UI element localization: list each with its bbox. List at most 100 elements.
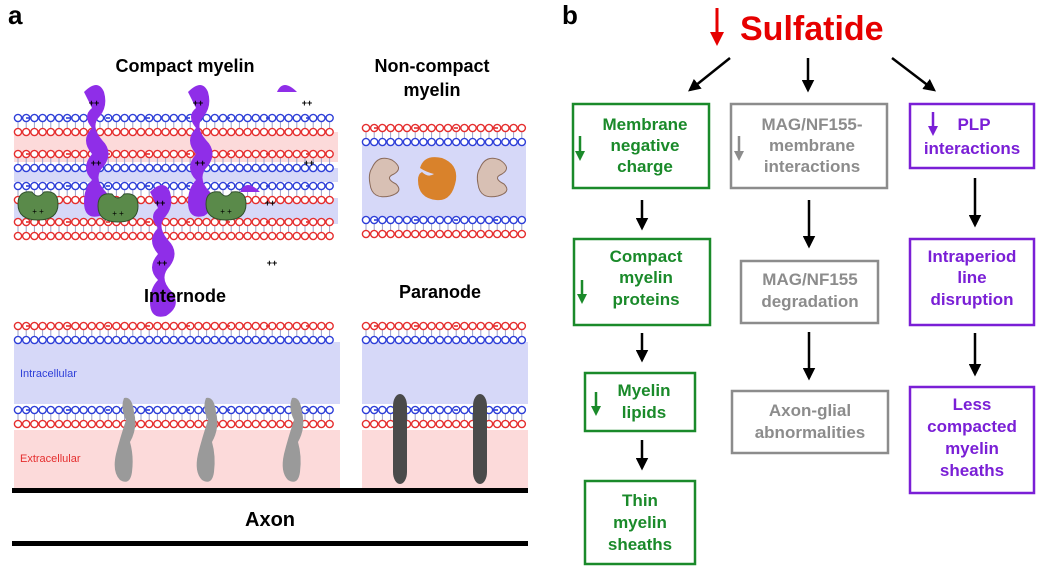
gray-box-3-line-1: Axon-glial	[769, 401, 851, 420]
gray-box-2-line-2: degradation	[761, 292, 858, 311]
green-box-4-line-2: myelin	[613, 513, 667, 532]
green-box-membrane-negative-charge: Membrane negative charge	[571, 102, 711, 190]
internode-title: Internode	[144, 286, 226, 306]
arrow-sulfatide-to-purple	[891, 57, 936, 92]
panel-a-label: a	[8, 0, 23, 30]
gray-box-1-line-2: membrane	[769, 136, 855, 155]
panel-b-label: b	[562, 0, 578, 30]
paranode-intracellular-region	[362, 342, 528, 404]
svg-text:++: ++	[267, 258, 278, 268]
svg-text:++: ++	[265, 198, 276, 208]
gray-box-1-line-3: interactions	[764, 157, 860, 176]
noncompact-bilayer-bottom	[361, 215, 527, 239]
internode-protein-3	[282, 397, 304, 482]
paranode-bilayer-top	[361, 321, 527, 345]
svg-text:++: ++	[193, 98, 204, 108]
internode-protein-1	[114, 397, 136, 482]
purple-box-3-line-1: Less	[953, 395, 992, 414]
compact-myelin-title: Compact myelin	[115, 56, 254, 76]
green-box-compact-myelin-proteins: Compact myelin proteins	[572, 237, 712, 327]
panel-a: a Compact myelin +++++++++++++++++++++ +…	[8, 0, 528, 546]
purple-box-2-line-2: line	[957, 268, 986, 287]
noncompact-membranes	[361, 123, 527, 239]
green-box-myelin-lipids: Myelin lipids	[583, 371, 697, 433]
svg-text:++: ++	[157, 258, 168, 268]
compact-bilayer-3	[13, 181, 334, 205]
plp-protein-5: ++ ++	[240, 185, 277, 268]
svg-text:+ +: + +	[112, 209, 124, 218]
mbp-protein-3: + +	[205, 191, 247, 221]
paranode-proteins	[393, 394, 487, 484]
plp-protein-3: ++++	[277, 85, 314, 168]
sulfatide-label: Sulfatide	[740, 10, 884, 48]
green-box-2-line-2: myelin	[619, 268, 673, 287]
green-down-arrow-icon	[591, 392, 601, 416]
purple-box-plp-interactions: PLP interactions	[908, 102, 1036, 170]
compact-bilayer-1	[13, 113, 334, 137]
purple-box-1-line-1: PLP	[957, 115, 990, 134]
paranode-diagram	[361, 321, 528, 488]
noncompact-protein-right	[476, 157, 508, 198]
compact-bilayer-4	[13, 217, 334, 241]
purple-box-less-compacted-myelin-sheaths: Less compacted myelin sheaths	[908, 385, 1036, 495]
internode-intracellular-region	[14, 342, 340, 404]
gray-box-axon-glial-abnormalities: Axon-glial abnormalities	[730, 389, 890, 455]
svg-text:++: ++	[302, 98, 313, 108]
internode-bilayer-top	[13, 321, 334, 345]
green-box-4-line-3: sheaths	[608, 535, 672, 554]
noncompact-myelin-diagram	[361, 123, 527, 239]
paranode-protein-1	[393, 394, 407, 484]
purple-box-1-line-2: interactions	[924, 139, 1020, 158]
purple-box-3-line-4: sheaths	[940, 461, 1004, 480]
mbp-protein-2: + +	[97, 193, 139, 223]
purple-box-3-line-3: myelin	[945, 439, 999, 458]
purple-box-3-line-2: compacted	[927, 417, 1017, 436]
internode-diagram: Intracellular Extracellular	[13, 321, 340, 488]
svg-text:+ +: + +	[220, 207, 232, 216]
purple-box-2-line-3: disruption	[930, 290, 1013, 309]
noncompact-myelin-title-line1: Non-compact	[374, 56, 489, 76]
panel-b: b Sulfatide Membrane negative charge	[562, 0, 1036, 566]
svg-text:+ +: + +	[32, 207, 44, 216]
plp-protein-4: ++++	[150, 185, 176, 317]
purple-down-arrow-icon	[928, 112, 938, 136]
green-box-4-line-1: Thin	[622, 491, 658, 510]
sulfatide-down-arrow-icon	[710, 8, 724, 46]
green-box-2-line-3: proteins	[612, 290, 679, 309]
arrow-sulfatide-to-green	[688, 57, 731, 92]
noncompact-myelin-title-line2: myelin	[403, 80, 460, 100]
gray-box-3-line-2: abnormalities	[755, 423, 866, 442]
svg-text:++: ++	[91, 158, 102, 168]
green-down-arrow-icon	[575, 136, 585, 161]
green-box-3-line-2: lipids	[622, 403, 666, 422]
internode-protein-2	[196, 397, 218, 482]
paranode-bilayer-bottom	[361, 405, 527, 429]
green-box-1-line-1: Membrane	[602, 115, 687, 134]
purple-box-intraperiod-line-disruption: Intraperiod line disruption	[908, 237, 1036, 327]
gray-box-mag-nf155-membrane-interactions: MAG/NF155- membrane interactions	[729, 102, 889, 190]
noncompact-bilayer-top	[361, 123, 527, 147]
plp-protein-1: ++++	[84, 85, 110, 217]
plp-protein-2: ++ ++	[188, 85, 214, 217]
gray-box-mag-nf155-degradation: MAG/NF155 degradation	[739, 259, 880, 325]
green-box-2-line-1: Compact	[610, 247, 683, 266]
green-box-3-line-1: Myelin	[618, 381, 671, 400]
paranode-extracellular-region	[362, 430, 528, 488]
noncompact-proteins	[368, 157, 508, 201]
axon-top-line	[12, 488, 528, 493]
green-box-1-line-3: charge	[617, 157, 673, 176]
noncompact-protein-center	[418, 157, 457, 201]
axon-bottom-line	[12, 541, 528, 546]
internode-membranes	[13, 321, 334, 429]
compact-proteins: +++++++++++++++++++++ ++ ++ +	[17, 85, 314, 317]
svg-text:++: ++	[195, 158, 206, 168]
noncompact-protein-left	[368, 157, 400, 198]
mbp-protein-1: + +	[17, 191, 59, 221]
internode-proteins	[114, 397, 304, 482]
intracellular-label: Intracellular	[20, 368, 77, 380]
gray-box-1-line-1: MAG/NF155-	[761, 115, 862, 134]
paranode-protein-2	[473, 394, 487, 484]
gray-box-2-line-1: MAG/NF155	[762, 270, 857, 289]
green-box-thin-myelin-sheaths: Thin myelin sheaths	[583, 479, 697, 566]
